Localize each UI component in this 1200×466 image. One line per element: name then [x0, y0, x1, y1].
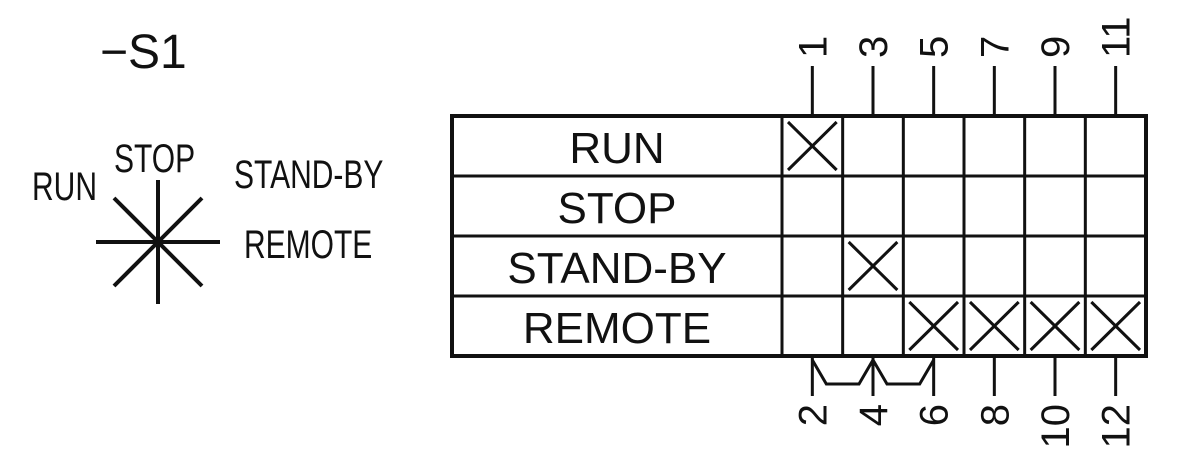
row-label: REMOTE [523, 304, 711, 353]
row-label: STOP [557, 184, 676, 233]
selector-label-run: RUN [32, 165, 97, 209]
terminal-number-top: 3 [852, 36, 896, 58]
selector-label-remote: REMOTE [244, 223, 372, 267]
selector-label-standby: STAND-BY [234, 153, 383, 197]
terminal-number-bottom: 4 [852, 404, 896, 426]
closed-contact-cross [1029, 300, 1081, 352]
terminal-number-bottom: 10 [1034, 404, 1078, 449]
terminal-number-top: 9 [1034, 36, 1078, 58]
terminal-number-top: 11 [1095, 16, 1139, 58]
designator-label: −S1 [100, 26, 187, 79]
selector-symbol [96, 180, 220, 304]
closed-contact-cross [847, 240, 899, 292]
row-label: RUN [569, 124, 664, 173]
terminal-number-bottom: 6 [913, 404, 957, 426]
closed-contact-cross [908, 300, 960, 352]
closed-contact-cross [968, 300, 1020, 352]
terminal-number-top: 5 [913, 36, 957, 58]
selector-label-stop: STOP [114, 137, 195, 181]
row-label: STAND-BY [507, 244, 726, 293]
terminal-number-bottom: 2 [791, 404, 835, 426]
terminal-number-bottom: 8 [973, 404, 1017, 426]
closed-contact-cross [1090, 300, 1142, 352]
terminal-number-top: 7 [973, 36, 1017, 58]
terminal-number-top: 1 [791, 36, 835, 58]
closed-contact-cross [786, 120, 838, 172]
terminal-number-bottom: 12 [1095, 404, 1139, 449]
jumper-link [811, 357, 935, 386]
